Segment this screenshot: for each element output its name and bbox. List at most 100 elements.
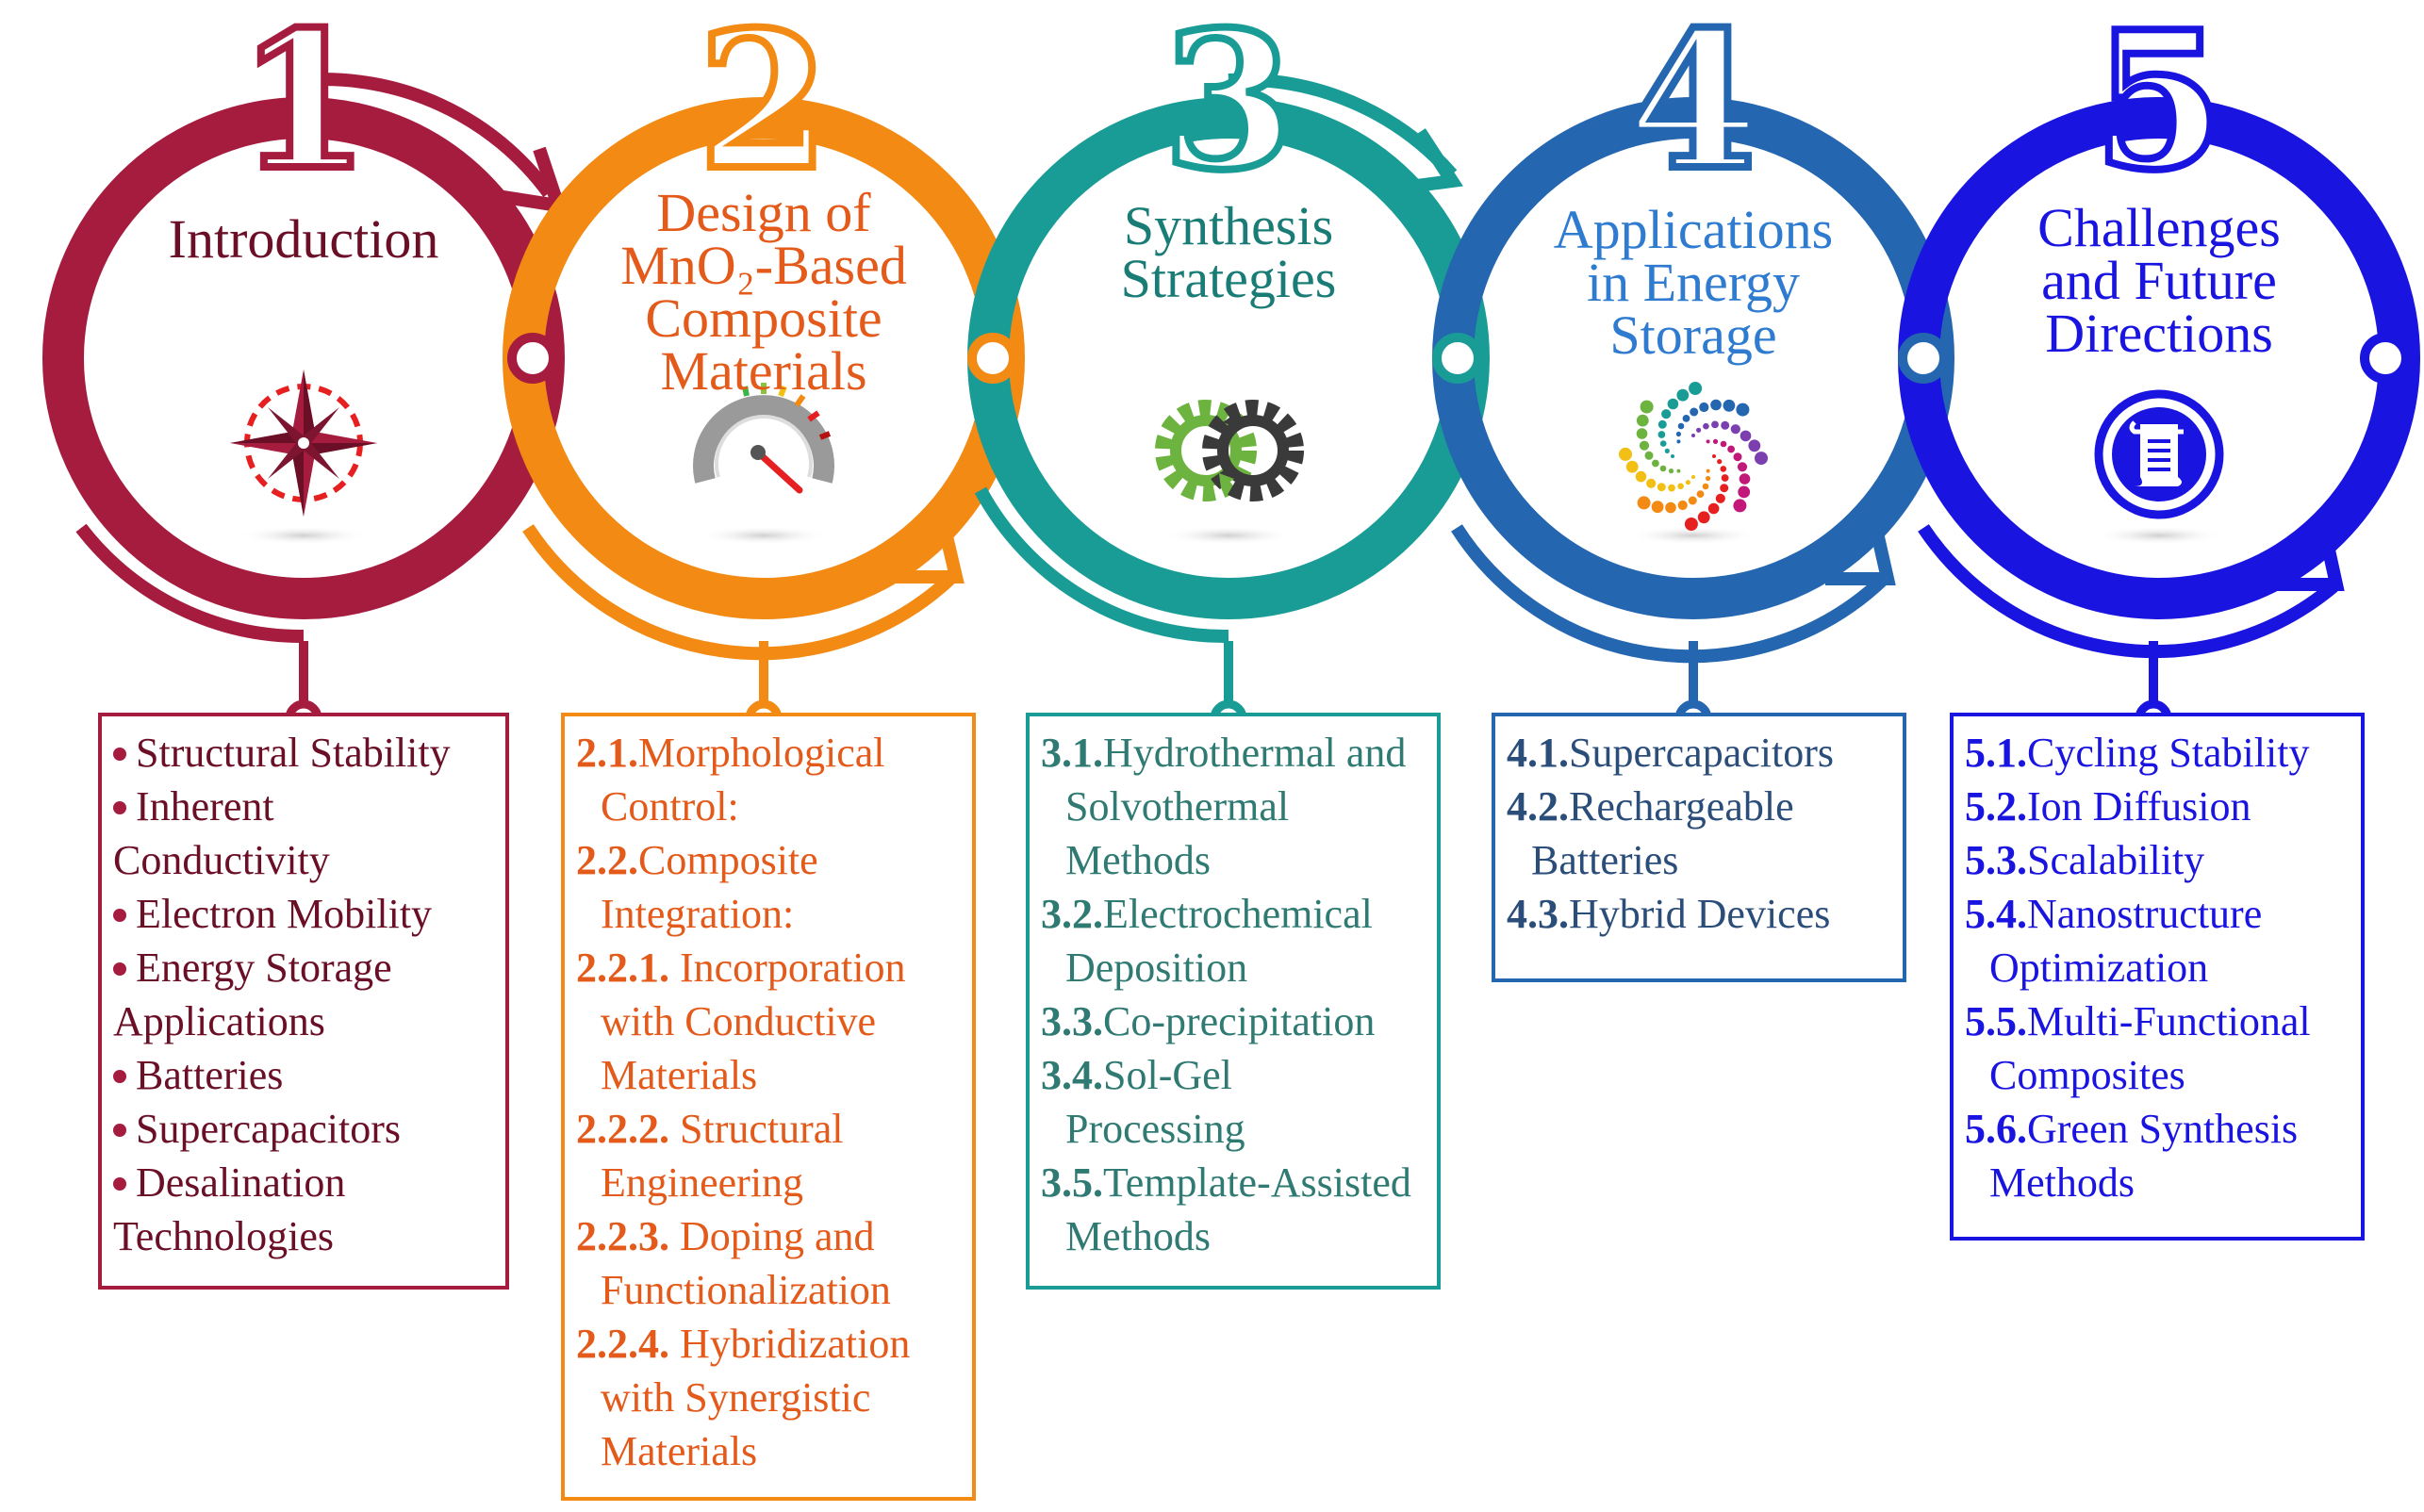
stage-2-topics-box: 2.1.Morphological Control: 2.2.Composite… bbox=[561, 713, 976, 1501]
topic-text: Morphological Control: bbox=[601, 730, 885, 830]
spiral-dot bbox=[1665, 501, 1676, 514]
spiral-dot bbox=[1636, 414, 1649, 427]
connector-node-1 bbox=[507, 333, 558, 384]
stage-2-title-line: Design of bbox=[656, 182, 871, 243]
topic-text: Hydrothermal and Solvothermal Methods bbox=[1065, 730, 1407, 883]
spiral-dot bbox=[1637, 496, 1651, 510]
spiral-dot bbox=[1706, 468, 1710, 473]
topic-text: Template-Assisted Methods bbox=[1065, 1159, 1411, 1259]
topic-item: 4.1.Supercapacitors bbox=[1507, 726, 1895, 780]
stage-2-title-line: Composite bbox=[645, 288, 882, 349]
stage-1-topics-box: Structural Stability Inherent Conductivi… bbox=[98, 713, 509, 1290]
spiral-dot bbox=[1625, 460, 1639, 473]
topic-item: 3.4.Sol-Gel Processing bbox=[1041, 1048, 1348, 1156]
stage-4-title-line: Storage bbox=[1609, 304, 1777, 366]
stage-5-number: 5 bbox=[2089, 0, 2228, 212]
spiral-dot bbox=[1644, 451, 1654, 460]
topic-number: 5.2. bbox=[1965, 783, 2027, 830]
topic-text: Green Synthesis Methods bbox=[1989, 1106, 2299, 1206]
topic-item: Inherent Conductivity bbox=[113, 780, 396, 887]
spiral-dot bbox=[1690, 407, 1699, 417]
topic-text: Supercapacitors bbox=[1569, 730, 1834, 776]
spiral-dot bbox=[1676, 388, 1690, 402]
stage-3-number: 3 bbox=[1159, 0, 1297, 212]
spiral-dot bbox=[1659, 440, 1667, 447]
spiral-dot bbox=[1699, 402, 1709, 413]
bullet-dot bbox=[113, 1176, 126, 1191]
topic-text: Sol-Gel Processing bbox=[1065, 1052, 1245, 1152]
bullet-dot bbox=[113, 961, 126, 976]
spiral-dot bbox=[1711, 420, 1719, 429]
topic-text: Nanostructure Optimization bbox=[1989, 891, 2263, 991]
spiral-dot bbox=[1668, 484, 1675, 492]
spiral-dot bbox=[1755, 452, 1768, 466]
topic-number: 2.2. bbox=[576, 837, 638, 883]
stage-3-topics-box: 3.1.Hydrothermal and Solvothermal Method… bbox=[1026, 713, 1441, 1290]
topic-number: 4.1. bbox=[1507, 730, 1569, 776]
stage-3-title-line: Strategies bbox=[1120, 248, 1337, 309]
spiral-dot bbox=[1688, 496, 1697, 505]
spiral-dot bbox=[1721, 474, 1729, 482]
topic-text: Hybrid Devices bbox=[1569, 891, 1831, 937]
topic-text: Electrochemical Deposition bbox=[1065, 891, 1373, 991]
spiral-dot bbox=[1676, 468, 1681, 473]
spiral-dot bbox=[1733, 452, 1742, 462]
spiral-dot bbox=[1652, 459, 1659, 468]
spiral-dot bbox=[1696, 427, 1702, 433]
compass-rose-icon bbox=[230, 370, 377, 517]
spiral-dot bbox=[1677, 500, 1688, 511]
topic-number: 5.3. bbox=[1965, 837, 2027, 883]
topic-number: 5.1. bbox=[1965, 730, 2027, 776]
spiral-dot bbox=[1696, 490, 1705, 498]
stage-1-title-line: Introduction bbox=[168, 208, 439, 270]
stage-4-title-line: in Energy bbox=[1586, 252, 1801, 313]
topic-text: Structural Engineering bbox=[601, 1106, 844, 1206]
spiral-dot bbox=[1720, 466, 1727, 472]
stage-2-title-line: MnO₂-Based bbox=[620, 235, 907, 296]
stage-2-title-line: Materials bbox=[660, 340, 867, 402]
spiral-dot bbox=[1689, 382, 1703, 395]
topic-number: 2.1. bbox=[576, 730, 638, 776]
spiral-dot bbox=[1677, 422, 1685, 430]
spiral-dot bbox=[1657, 419, 1667, 429]
topic-item: Energy Storage Applications bbox=[113, 941, 453, 1048]
topic-text: Batteries bbox=[136, 1052, 284, 1098]
spiral-dot bbox=[1717, 459, 1723, 465]
topic-number: 5.6. bbox=[1965, 1106, 2027, 1152]
spiral-dot bbox=[1707, 502, 1720, 515]
spiral-dot bbox=[1676, 439, 1681, 444]
spiral-dot bbox=[1697, 511, 1710, 524]
spiral-dot bbox=[1639, 440, 1650, 451]
gears-cycle-icon bbox=[1155, 400, 1304, 501]
spiral-dot bbox=[1651, 501, 1664, 514]
spiral-dot bbox=[1730, 424, 1740, 435]
topic-number: 3.4. bbox=[1041, 1052, 1103, 1098]
stage-4-title: Applications in Energy Storage bbox=[1505, 203, 1882, 366]
stage-5-title-line: Challenges bbox=[2037, 197, 2281, 258]
gauge-meter-icon bbox=[693, 383, 834, 494]
topic-text: Cycling Stability bbox=[2027, 730, 2310, 776]
topic-item: 5.2.Ion Diffusion bbox=[1965, 780, 2353, 833]
spiral-dot bbox=[1733, 499, 1747, 513]
spiral-dot bbox=[1739, 473, 1751, 485]
topic-item: 5.3.Scalability bbox=[1965, 833, 2353, 887]
topic-number: 3.2. bbox=[1041, 891, 1103, 937]
topic-item: 4.2.Rechargeable Batteries bbox=[1507, 780, 1889, 887]
spiral-dot bbox=[1691, 475, 1695, 479]
dotted-spiral-icon bbox=[1619, 382, 1768, 531]
spiral-dot bbox=[1706, 475, 1711, 482]
topic-text: Supercapacitors bbox=[136, 1106, 401, 1152]
topic-text: Composite Integration: bbox=[601, 837, 818, 937]
topic-text: Hybridization with Synergistic Materials bbox=[601, 1321, 911, 1474]
stage-3-title-line: Synthesis bbox=[1123, 195, 1334, 256]
spiral-dot bbox=[1635, 470, 1647, 483]
spiral-dot bbox=[1636, 428, 1648, 439]
connector-node-3 bbox=[1432, 333, 1483, 384]
spiral-dot bbox=[1671, 454, 1674, 458]
stage-5-title: Challenges and Future Directions bbox=[1971, 197, 2348, 361]
topic-text: Multi-Functional Composites bbox=[1989, 998, 2311, 1098]
spiral-dot bbox=[1684, 518, 1698, 531]
topic-number: 3.5. bbox=[1041, 1159, 1103, 1206]
spiral-dot bbox=[1727, 445, 1735, 453]
